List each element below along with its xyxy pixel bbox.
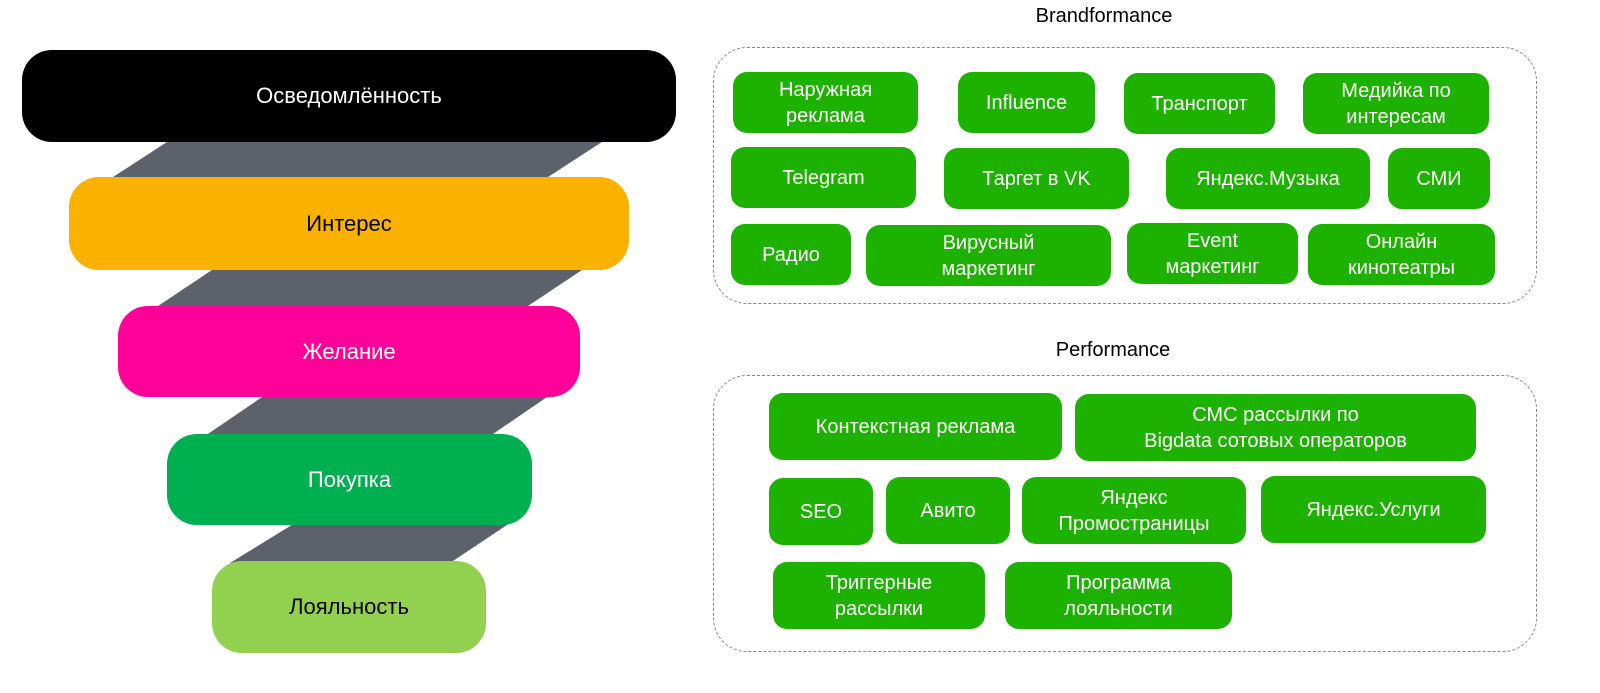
channel-outdoor: Наружная реклама [733,72,918,133]
channel-trigger-mailing: Триггерные рассылки [773,562,985,629]
channel-seo: SEO [769,478,873,545]
performance-title: Performance [1055,339,1171,361]
channel-influence: Influence [958,72,1095,133]
connector-2 [155,268,585,308]
funnel-stage-loyalty: Лояльность [212,561,486,653]
channel-vk-target: Таргет в VK [944,148,1129,209]
funnel-stage-purchase: Покупка [167,434,532,525]
channel-telegram: Telegram [731,147,916,208]
brandformance-group [713,47,1537,304]
channel-media-interests: Медийка по интересам [1303,73,1489,134]
performance-group [713,375,1537,652]
channel-event: Event маркетинг [1127,223,1298,284]
channel-avito: Авито [886,477,1010,544]
funnel-stage-interest: Интерес [69,177,629,270]
channel-online-cinema: Онлайн кинотеатры [1308,224,1495,285]
channel-radio: Радио [731,224,851,285]
funnel-connectors [110,140,605,563]
connector-1 [110,140,605,179]
channel-loyalty-program: Программа лояльности [1005,562,1232,629]
connector-4 [230,523,510,563]
funnel-stage-awareness: Осведомлённость [22,50,676,142]
channel-sms-bigdata: СМС рассылки по Bigdata сотовых оператор… [1075,394,1476,461]
channel-yandex-promo: Яндекс Промостраницы [1022,477,1246,544]
channel-yandex-services: Яндекс.Услуги [1261,476,1486,543]
channel-viral: Вирусный маркетинг [866,225,1111,286]
channel-yandex-music: Яндекс.Музыка [1166,148,1370,209]
channel-smi: СМИ [1388,148,1490,209]
channel-transport: Транспорт [1124,73,1275,134]
funnel-stage-desire: Желание [118,306,580,397]
connector-3 [205,395,550,436]
channel-context-ads: Контекстная реклама [769,393,1062,460]
brandformance-title: Brandformance [1035,5,1173,27]
